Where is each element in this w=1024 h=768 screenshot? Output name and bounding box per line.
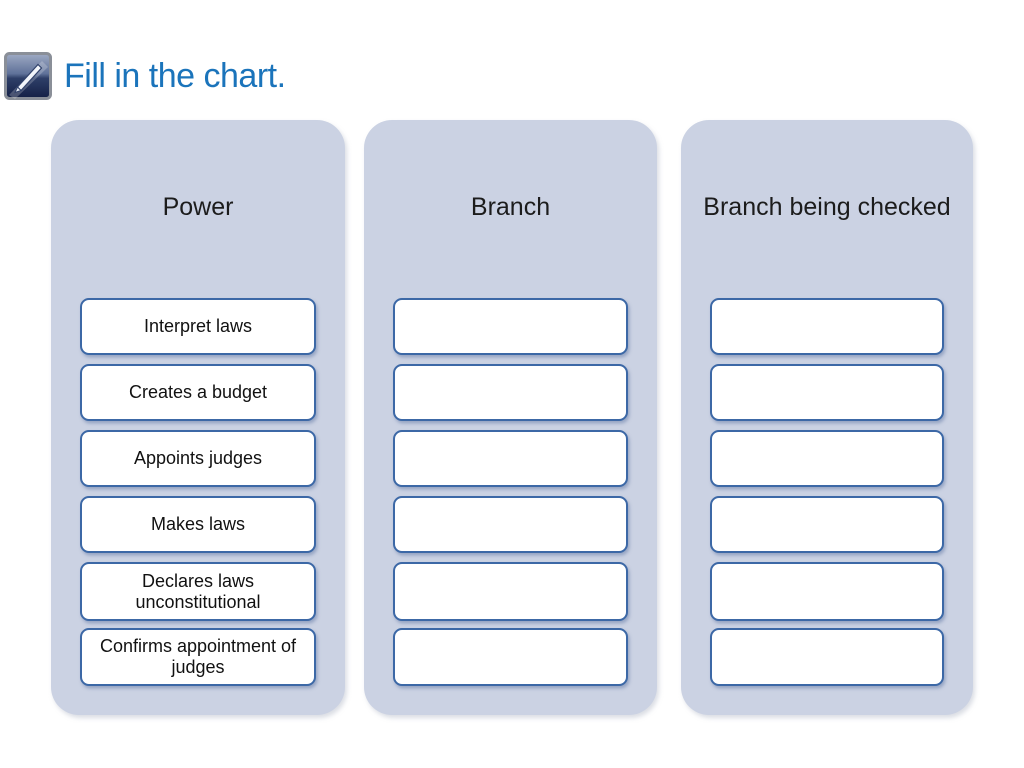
power-item-box: Appoints judges [80,430,316,487]
branch-answer-box[interactable] [393,298,628,355]
column-branch-header: Branch [470,193,551,221]
power-item-box: Makes laws [80,496,316,553]
column-branch-being-checked: Branch being checked [681,120,973,715]
checked-answer-box[interactable] [710,562,944,621]
checked-answer-box[interactable] [710,298,944,355]
branch-answer-box[interactable] [393,496,628,553]
branch-answer-box[interactable] [393,430,628,487]
checked-answer-box[interactable] [710,364,944,421]
power-item-box: Confirms appointment of judges [80,628,316,686]
checked-answer-box[interactable] [710,430,944,487]
slide-title: Fill in the chart. [64,57,286,95]
column-branch-being-checked-header: Branch being checked [703,193,951,221]
column-branch: Branch [364,120,657,715]
column-power: Power Interpret laws Creates a budget Ap… [51,120,345,715]
pencil-icon [4,52,52,100]
checked-answer-box[interactable] [710,496,944,553]
column-power-header: Power [162,193,234,221]
power-item-box: Interpret laws [80,298,316,355]
branch-answer-box[interactable] [393,364,628,421]
power-item-box: Declares laws unconstitutional [80,562,316,621]
branch-answer-box[interactable] [393,628,628,686]
power-item-box: Creates a budget [80,364,316,421]
title-row: Fill in the chart. [4,52,286,100]
branch-answer-box[interactable] [393,562,628,621]
checked-answer-box[interactable] [710,628,944,686]
